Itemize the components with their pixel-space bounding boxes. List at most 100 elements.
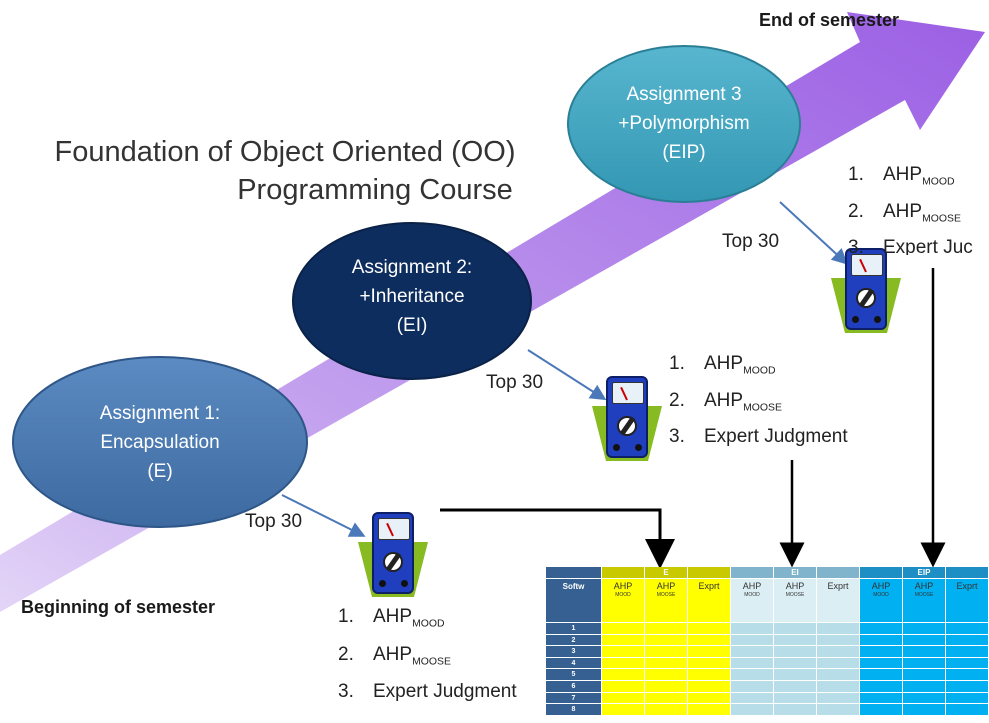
table-cell <box>817 623 860 635</box>
assignment-1-ellipse <box>12 356 308 528</box>
table-row-number: 6 <box>546 680 602 693</box>
table-group-header <box>817 567 860 579</box>
assignment-2-line3: (EI) <box>396 315 428 336</box>
table-cell <box>903 680 946 693</box>
table-cell <box>602 634 645 647</box>
table-cell <box>817 680 860 693</box>
top30-label-1: Top 30 <box>245 511 303 532</box>
table-row-number: 7 <box>546 692 602 705</box>
table-cell <box>731 692 774 705</box>
table-cell <box>774 680 817 693</box>
course-title-line2: Programming Course <box>237 174 513 206</box>
metrics-list-1: 1.AHPMOOD 2.AHPMOOSE 3.Expert Judgment <box>338 602 517 707</box>
assignment-2-label: Assignment 2: +Inheritance (EI) <box>292 253 532 340</box>
table-cell <box>860 657 903 670</box>
assignment-2-line1: Assignment 2: <box>351 257 473 278</box>
table-cell <box>688 704 731 716</box>
table-group-header: EIP <box>903 567 946 579</box>
multimeter-icon <box>358 512 428 602</box>
beginning-of-semester-label: Beginning of semester <box>21 597 216 617</box>
table-cell <box>946 646 989 658</box>
table-row-number: 1 <box>546 623 602 635</box>
table-cell <box>731 657 774 670</box>
table-cell <box>903 669 946 681</box>
table-cell <box>946 680 989 693</box>
table-cell <box>903 692 946 705</box>
table-cell <box>688 657 731 670</box>
table-cell <box>645 634 688 647</box>
table-cell <box>688 680 731 693</box>
table-cell <box>688 692 731 705</box>
table-cell <box>645 623 688 635</box>
table-column-header-sub: MOOSE <box>656 592 676 598</box>
table-cell <box>688 646 731 658</box>
table-cell <box>731 623 774 635</box>
metric-item: 2.AHPMOOSE <box>669 389 782 414</box>
table-cell <box>602 646 645 658</box>
top30-label-3: Top 30 <box>722 231 780 252</box>
table-group-header <box>688 567 731 579</box>
table-cell <box>645 704 688 716</box>
metric-item: 2.AHPMOOSE <box>338 643 451 668</box>
metric-item: 2.AHPMOOSE <box>848 200 961 225</box>
assignment-2-ellipse <box>292 222 532 380</box>
table-group-header <box>602 567 645 579</box>
table-cell <box>731 646 774 658</box>
metric-item: 3.Expert Juc <box>848 237 973 255</box>
table-cell <box>946 704 989 716</box>
table-column-header-sub: MOOD <box>873 592 889 598</box>
course-title-line1: Foundation of Object Oriented (OO) <box>54 136 516 168</box>
table-cell <box>645 646 688 658</box>
table-cell <box>645 657 688 670</box>
course-title: Foundation of Object Oriented (OO) Progr… <box>20 133 550 209</box>
metrics-list-3-clip: 1.AHPMOOD 2.AHPMOOSE 3.Expert Juc <box>848 160 989 255</box>
table-cell <box>731 680 774 693</box>
table-first-column-header: Softw <box>546 579 602 623</box>
table-column-header-sub: MOOD <box>615 592 631 598</box>
table-cell <box>774 669 817 681</box>
table-column-header: Exprt <box>688 579 731 623</box>
table-column-header-main: AHP <box>742 581 762 591</box>
assignment-3-label: Assignment 3 +Polymorphism (EIP) <box>568 80 800 167</box>
metric-item: 3.Expert Judgment <box>669 426 848 448</box>
table-cell <box>688 634 731 647</box>
connector-3 <box>779 201 848 265</box>
table-cell <box>860 623 903 635</box>
table-cell <box>817 634 860 647</box>
table-cell <box>860 669 903 681</box>
table-cell <box>774 634 817 647</box>
table-cell <box>602 704 645 716</box>
table-column-header-main: AHP <box>613 581 633 591</box>
assignment-3-ellipse <box>567 45 801 203</box>
table-cell <box>903 646 946 658</box>
table-cell <box>602 692 645 705</box>
assignment-1-line2: Encapsulation <box>100 432 220 453</box>
table-cell <box>903 634 946 647</box>
connector-1 <box>281 494 366 537</box>
table-cell <box>774 657 817 670</box>
table-cell <box>860 646 903 658</box>
table-cell <box>946 634 989 647</box>
assignment-1-label: Assignment 1: Encapsulation (E) <box>30 399 290 486</box>
table-cell <box>645 680 688 693</box>
table-column-header: Exprt <box>946 579 989 623</box>
table-cell <box>774 623 817 635</box>
table-column-header-main: AHP <box>871 581 891 591</box>
connector-2 <box>527 349 607 401</box>
table-cell <box>946 623 989 635</box>
metrics-list-3: 1.AHPMOOD 2.AHPMOOSE 3.Expert Juc <box>848 160 973 255</box>
table-cell <box>774 704 817 716</box>
table-cell <box>860 680 903 693</box>
table-cell <box>602 623 645 635</box>
table-row-number: 8 <box>546 704 602 716</box>
table-row-number: 5 <box>546 669 602 681</box>
assignment-1-line3: (E) <box>147 461 173 482</box>
table-column-header-sub: MOOD <box>744 592 760 598</box>
